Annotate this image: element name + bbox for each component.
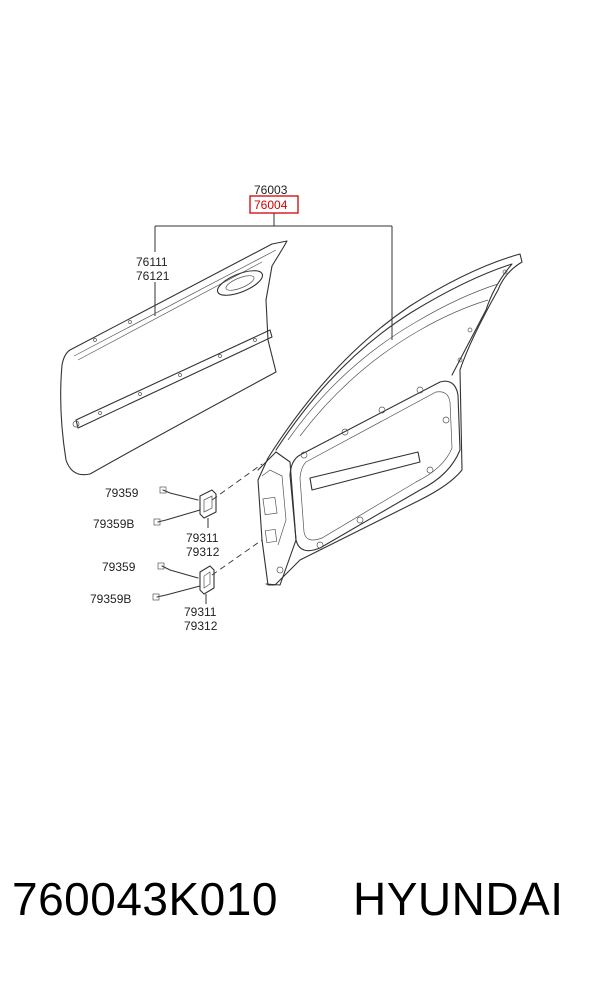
outer-door-panel [60, 240, 288, 476]
label-panel-76121: 76121 [136, 269, 170, 283]
door-inner-frame [257, 253, 523, 586]
hinge-upper-dash [211, 463, 263, 501]
part-number: 760043K010 [12, 873, 278, 925]
brand-name: HYUNDAI [353, 873, 564, 925]
label-hinge-79312-lower: 79312 [184, 619, 218, 633]
label-hinge-79311-upper: 79311 [186, 531, 219, 545]
assembly-leader [154, 213, 393, 340]
label-panel-76111: 76111 [136, 255, 168, 269]
label-bolt-79359b-lower: 79359B [90, 592, 131, 606]
label-assembly-76003: 76003 [254, 183, 288, 197]
upper-hinge-group [153, 486, 217, 528]
label-assembly-76004: 76004 [254, 198, 288, 212]
label-bolt-79359-upper: 79359 [105, 486, 139, 500]
footer: 760043K010 HYUNDAI [0, 872, 600, 952]
label-hinge-79311-lower: 79311 [184, 605, 217, 619]
label-bolt-79359b-upper: 79359B [93, 517, 134, 531]
hinge-lower-dash [211, 539, 263, 576]
lower-hinge-group [152, 562, 215, 604]
label-bolt-79359-lower: 79359 [102, 560, 136, 574]
label-hinge-79312-upper: 79312 [186, 545, 220, 559]
